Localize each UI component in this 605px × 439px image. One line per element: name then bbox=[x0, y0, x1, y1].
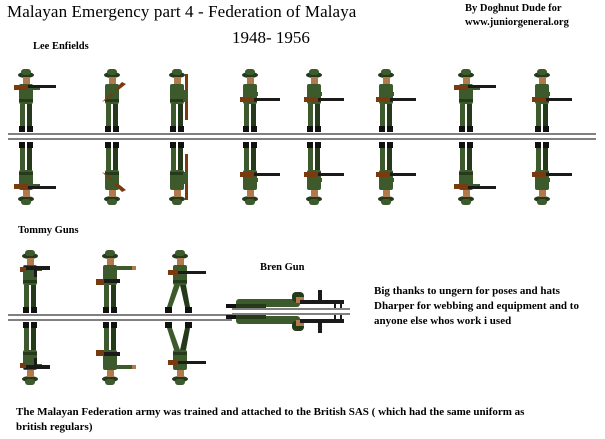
section-label-bren-gun: Bren Gun bbox=[260, 262, 305, 273]
soldier-figure bbox=[165, 250, 206, 313]
soldier-figure bbox=[96, 322, 136, 385]
soldier-figure bbox=[454, 142, 496, 205]
credit: By Doghnut Dude for www.juniorgeneral.or… bbox=[465, 2, 569, 30]
soldier-figure bbox=[20, 250, 50, 313]
credit-author: By Doghnut Dude for bbox=[465, 3, 562, 14]
soldier-figure bbox=[14, 69, 56, 132]
thanks-line: Dharper for webbing and equipment and to bbox=[374, 300, 579, 312]
soldier-figure bbox=[532, 69, 572, 132]
soldier-figure bbox=[532, 142, 572, 205]
soldier-figure bbox=[454, 69, 496, 132]
soldier-figure bbox=[165, 322, 206, 385]
footer-line: british regulars) bbox=[16, 421, 93, 433]
soldier-figure bbox=[169, 142, 188, 205]
soldier-figures bbox=[14, 69, 572, 385]
page-subtitle-years: 1948- 1956 bbox=[232, 28, 310, 47]
soldier-figure bbox=[169, 69, 188, 132]
soldier-figure bbox=[96, 250, 136, 313]
soldier-figure bbox=[376, 69, 416, 132]
thanks-line: Big thanks to ungern for poses and hats bbox=[374, 285, 560, 297]
footer-note: The Malayan Federation army was trained … bbox=[16, 405, 601, 435]
soldier-figure bbox=[102, 142, 126, 205]
soldier-figure bbox=[304, 142, 344, 205]
soldier-figure bbox=[304, 69, 344, 132]
soldier-figure bbox=[20, 322, 50, 385]
thanks-note: Big thanks to ungern for poses and hats … bbox=[374, 284, 579, 329]
footer-line: The Malayan Federation army was trained … bbox=[16, 406, 525, 418]
page-title: Malayan Emergency part 4 - Federation of… bbox=[7, 2, 357, 21]
soldier-figure bbox=[240, 69, 280, 132]
soldier-figure bbox=[376, 142, 416, 205]
bren-gun-figure bbox=[226, 315, 344, 333]
section-label-tommy-guns: Tommy Guns bbox=[18, 225, 79, 236]
thanks-line: anyone else whos work i used bbox=[374, 315, 512, 327]
soldier-figure bbox=[240, 142, 280, 205]
section-label-lee-enfields: Lee Enfields bbox=[33, 41, 89, 52]
bren-gun-figure bbox=[226, 290, 344, 308]
soldier-figure bbox=[102, 69, 126, 132]
credit-website: www.juniorgeneral.org bbox=[465, 17, 569, 28]
fold-lines bbox=[8, 133, 596, 321]
soldier-figure bbox=[14, 142, 56, 205]
